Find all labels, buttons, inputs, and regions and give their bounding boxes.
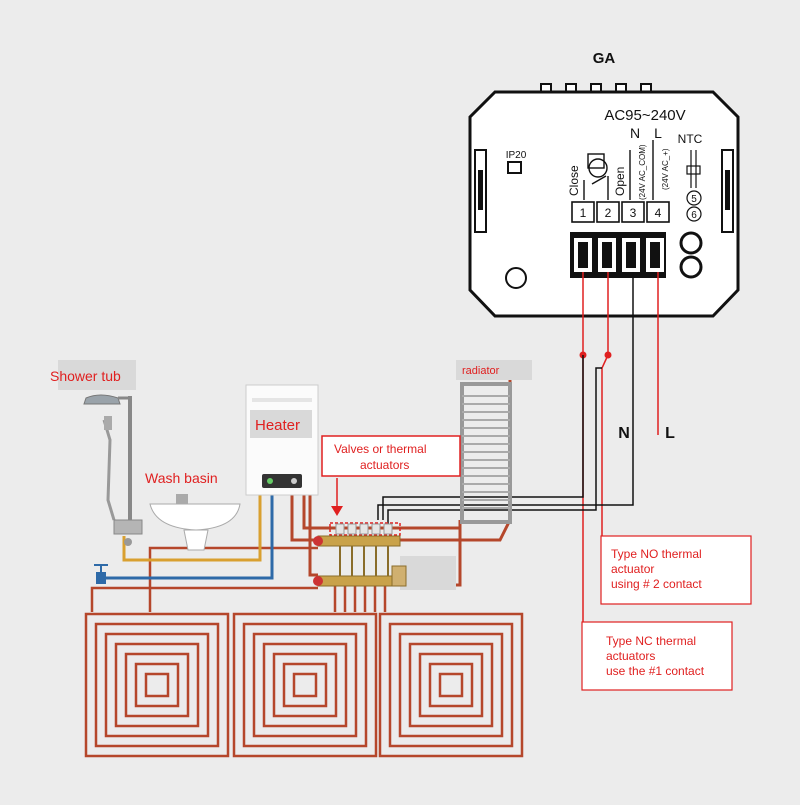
- radiator-illustration: radiator: [456, 360, 532, 524]
- ntc-pin-6: [686, 206, 702, 222]
- shower-label: Shower tub: [50, 368, 121, 384]
- wash-basin-label: Wash basin: [145, 470, 218, 486]
- basin-bowl: [149, 503, 241, 531]
- voltage-label: AC95~240V: [604, 107, 685, 124]
- ntc-pin-6-label: 6: [691, 210, 697, 221]
- terminal-3: 3: [630, 206, 637, 220]
- note-nc-line1: Type NC thermal: [606, 634, 696, 648]
- l-plus-label: (24V AC_+): [661, 148, 670, 190]
- heating-loop-1: [84, 612, 230, 758]
- note-no-actuator: Type NO thermal actuator using # 2 conta…: [600, 535, 752, 605]
- shower-hose: [102, 419, 116, 521]
- manifold-return-bar: [317, 575, 401, 587]
- terminal-1: 1: [580, 206, 587, 220]
- heating-loop-2: [232, 612, 378, 758]
- note-no-line2: actuator: [611, 562, 654, 576]
- boiler-control-panel: [262, 474, 302, 488]
- close-label: Close: [567, 165, 581, 196]
- model-label: GA: [593, 50, 616, 67]
- terminal-n-label: N: [630, 125, 640, 141]
- n-com-label: (24V AC_COM): [638, 144, 647, 200]
- ntc-socket-bottom: [679, 255, 703, 279]
- ip-indicator: [507, 161, 522, 174]
- heating-loop-3: [378, 612, 524, 758]
- manifold-pump-box: [400, 556, 456, 590]
- ntc-sensor-symbol: [686, 150, 701, 188]
- neutral-wire-label: N: [618, 425, 630, 442]
- ntc-pin-5-label: 5: [691, 194, 697, 205]
- terminal-block: 1 2 3 4: [571, 201, 670, 223]
- live-wire-label: L: [665, 425, 675, 442]
- note-no-line3: using # 2 contact: [611, 577, 702, 591]
- radiator-label: radiator: [462, 365, 500, 377]
- mounting-tabs: [540, 83, 652, 95]
- heater-illustration: Heater: [245, 384, 319, 496]
- valves-label-line2: actuators: [360, 458, 409, 472]
- ntc-socket-top: [679, 231, 703, 255]
- relay-symbol: [583, 140, 654, 200]
- terminal-4: 4: [655, 206, 662, 220]
- mount-hole: [505, 267, 527, 289]
- water-inlet-valve: [94, 564, 108, 584]
- terminal-l-label: L: [654, 125, 662, 141]
- heater-label: Heater: [255, 417, 300, 434]
- note-no-line1: Type NO thermal: [611, 547, 702, 561]
- note-nc-line3: use the #1 contact: [606, 664, 705, 678]
- ntc-label: NTC: [678, 132, 703, 146]
- wash-basin-illustration: Wash basin: [145, 470, 241, 551]
- manifold-illustration: [313, 522, 456, 590]
- arrow-down-icon: [331, 506, 343, 516]
- valves-callout: Valves or thermal actuators: [321, 435, 461, 516]
- note-nc-actuator: Type NC thermal actuators use the #1 con…: [581, 621, 733, 691]
- open-label: Open: [613, 167, 627, 196]
- shower-tub-illustration: Shower tub: [50, 360, 143, 546]
- wire-connectors: [570, 232, 666, 278]
- basin-pedestal: [183, 529, 209, 551]
- ip-rating-label: IP20: [506, 150, 527, 161]
- manifold-supply-bar: [317, 535, 401, 547]
- thermostat-unit: GA AC95~240V N L NTC IP20 Close Open (24…: [468, 50, 740, 318]
- terminal-2: 2: [605, 206, 612, 220]
- faucet-icon: [176, 494, 188, 504]
- actuator-highlight: [329, 522, 401, 536]
- valves-label-line1: Valves or thermal: [334, 442, 426, 456]
- shower-head-icon: [83, 394, 121, 405]
- note-nc-line2: actuators: [606, 649, 655, 663]
- ntc-pin-5: [686, 190, 702, 206]
